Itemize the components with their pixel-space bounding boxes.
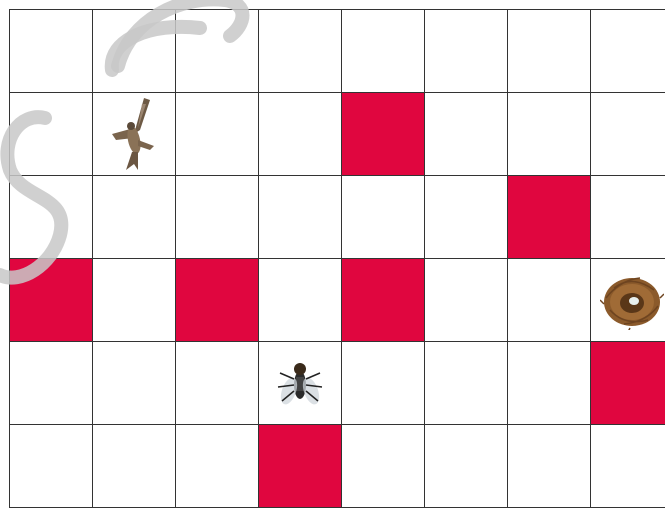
blocked-cell[interactable] — [175, 258, 258, 341]
grid-cell[interactable] — [424, 92, 507, 175]
grid-cell[interactable] — [92, 424, 175, 507]
grid-cell[interactable] — [590, 9, 665, 92]
grid-cell[interactable] — [258, 175, 341, 258]
grid-cell[interactable] — [175, 341, 258, 424]
grid-cell[interactable] — [9, 424, 92, 507]
grid-cell[interactable] — [507, 341, 590, 424]
grid-cell[interactable] — [590, 424, 665, 507]
blocked-cell[interactable] — [341, 258, 424, 341]
grid-cell[interactable] — [424, 9, 507, 92]
blocked-cell[interactable] — [341, 92, 424, 175]
grid-cell[interactable] — [258, 92, 341, 175]
grid-cell[interactable] — [175, 92, 258, 175]
blocked-cell[interactable] — [9, 258, 92, 341]
blocked-cell[interactable] — [590, 341, 665, 424]
grid-line-horizontal — [9, 258, 665, 259]
grid-line-horizontal — [9, 424, 665, 425]
grid-cell[interactable] — [341, 341, 424, 424]
grid-cell[interactable] — [507, 92, 590, 175]
grid-cell[interactable] — [424, 258, 507, 341]
grid-cell[interactable] — [9, 9, 92, 92]
grid-cell[interactable] — [175, 424, 258, 507]
grid-cell[interactable] — [507, 258, 590, 341]
grid-cell[interactable] — [507, 9, 590, 92]
grid-cell[interactable] — [590, 175, 665, 258]
nest-icon[interactable] — [600, 270, 664, 330]
grid-line-horizontal — [9, 9, 665, 10]
grid-cell[interactable] — [258, 258, 341, 341]
grid-cell[interactable] — [175, 9, 258, 92]
grid-cell[interactable] — [9, 175, 92, 258]
grid-line-horizontal — [9, 175, 665, 176]
grid-cell[interactable] — [424, 424, 507, 507]
grid-cell[interactable] — [590, 92, 665, 175]
fly-icon[interactable] — [272, 355, 328, 411]
blocked-cell[interactable] — [258, 424, 341, 507]
grid-cell[interactable] — [341, 175, 424, 258]
grid-cell[interactable] — [424, 175, 507, 258]
grid-cell[interactable] — [341, 424, 424, 507]
grid-cell[interactable] — [258, 9, 341, 92]
grid-line-horizontal — [9, 341, 665, 342]
grid-cell[interactable] — [92, 9, 175, 92]
grid-cell[interactable] — [92, 175, 175, 258]
grid-cell[interactable] — [9, 341, 92, 424]
grid-cell[interactable] — [92, 341, 175, 424]
grid-cell[interactable] — [92, 258, 175, 341]
grid-cell[interactable] — [175, 175, 258, 258]
grid-cell[interactable] — [341, 9, 424, 92]
grid-cell[interactable] — [507, 424, 590, 507]
blocked-cell[interactable] — [507, 175, 590, 258]
grid-cell[interactable] — [424, 341, 507, 424]
grid-cell[interactable] — [9, 92, 92, 175]
hawk-icon[interactable] — [104, 94, 164, 174]
